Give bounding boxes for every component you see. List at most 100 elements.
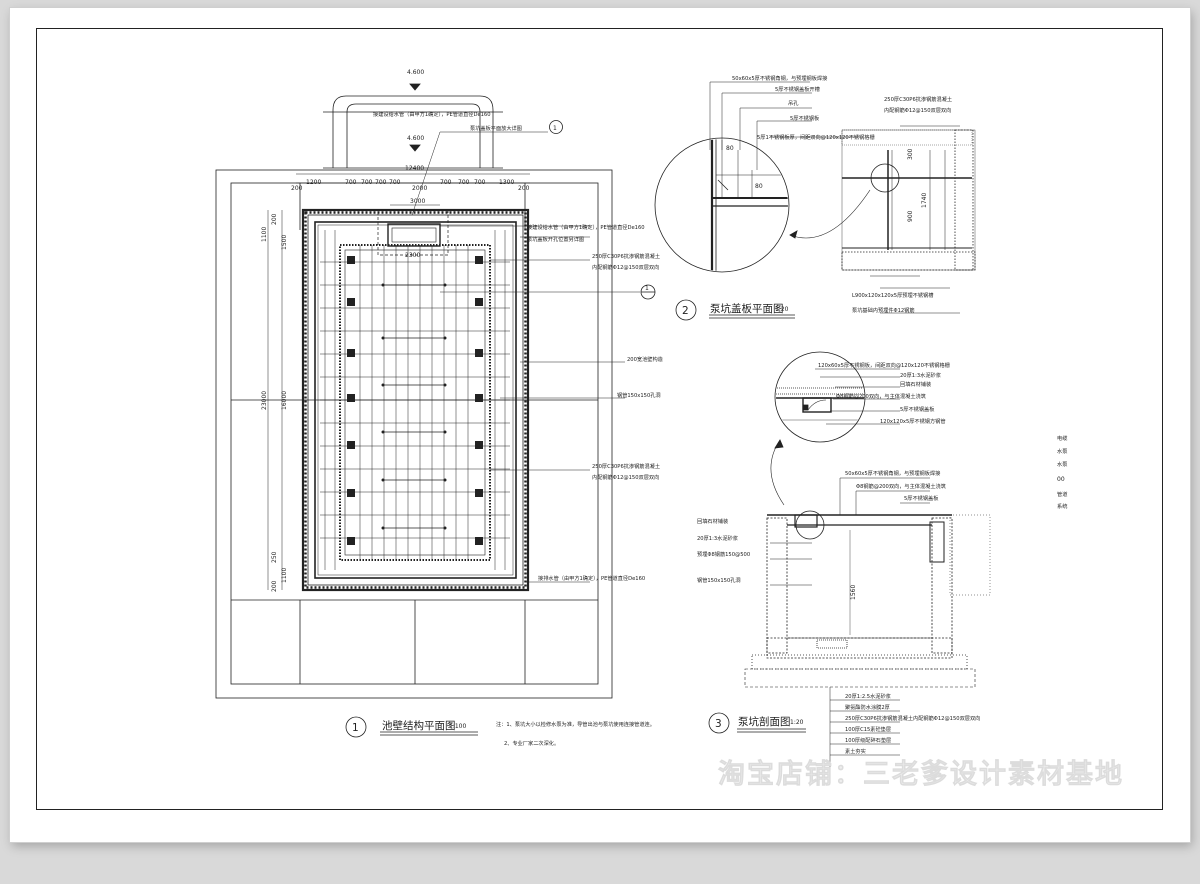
edge-mark: 水泵 bbox=[1057, 447, 1067, 455]
detail2-dim: 1740 bbox=[921, 193, 928, 208]
plan-number: 1 bbox=[352, 722, 359, 734]
detail3-dim: 1560 bbox=[850, 585, 857, 600]
detail3-number: 3 bbox=[715, 718, 722, 730]
plan-scale: 1:100 bbox=[449, 723, 466, 730]
detail2-label: 泵坑基础内预埋件Φ12钢筋 bbox=[852, 306, 915, 314]
pit-cover-plan: 80 80 bbox=[654, 81, 976, 321]
detail3-label: 回填石材铺装 bbox=[900, 380, 931, 388]
pump-dim: 2300 bbox=[405, 252, 420, 259]
overall-width-dim: 12400 bbox=[405, 165, 424, 172]
detail2-label: 5厚不锈钢板 bbox=[790, 114, 820, 122]
left-dim-inner: 16000 bbox=[281, 391, 288, 410]
left-dim: 200 bbox=[271, 580, 278, 592]
top-dim: 700 bbox=[361, 179, 373, 186]
edge-mark: 00 bbox=[1057, 476, 1065, 483]
top-dim: 1200 bbox=[306, 179, 321, 186]
detail2-label: 250厚C30P6抗渗钢筋混凝土 bbox=[884, 95, 952, 103]
detail2-scale: 1:20 bbox=[775, 306, 789, 313]
detail2-dim: 80 bbox=[755, 183, 763, 190]
detail3-label: 50x60x5厚不锈钢角钢，与预埋钢板焊接 bbox=[845, 469, 940, 477]
detail3-title: 泵坑剖面图 bbox=[738, 715, 791, 728]
detail3-label: 素土夯实 bbox=[845, 747, 866, 755]
detail3-scale: 1:20 bbox=[790, 719, 804, 726]
detail2-label: 吊孔 bbox=[788, 99, 799, 107]
detail3-label: 回填石材铺装 bbox=[697, 517, 728, 525]
detail2-dim: 300 bbox=[907, 148, 914, 160]
drawing-sheet bbox=[10, 8, 1190, 842]
detail3-label: 5厚不锈钢盖板 bbox=[900, 405, 935, 413]
top-dim: 2000 bbox=[412, 185, 427, 192]
plan-label: 接排水管（由甲方1确定），PE管道直径De160 bbox=[538, 574, 645, 582]
detail2-label: 5厚1不锈钢板厚，间距双向@120x120不锈钢格栅 bbox=[757, 133, 875, 141]
top-dim: 700 bbox=[389, 179, 401, 186]
left-dim-total: 23000 bbox=[261, 391, 268, 410]
plan-label: 250厚C30P6抗渗钢筋混凝土 bbox=[592, 462, 660, 470]
top-dim: 700 bbox=[375, 179, 387, 186]
edge-mark: 系统 bbox=[1057, 502, 1067, 510]
detail3-label: 20厚1:2.5水泥砂浆 bbox=[845, 692, 891, 700]
detail2-label: 5厚不锈钢盖板开槽 bbox=[775, 85, 820, 93]
detail3-label: 5厚不锈钢盖板 bbox=[904, 494, 939, 502]
elevation-mid: 4.600 bbox=[407, 135, 424, 142]
detail2-label: L900x120x120x5厚预埋不锈钢槽 bbox=[852, 291, 933, 299]
top-dim: 200 bbox=[291, 185, 303, 192]
plan-label: 钢管150x150孔洞 bbox=[617, 391, 661, 399]
top-dim: 700 bbox=[474, 179, 486, 186]
detail3-label: 100厚C15素砼垫层 bbox=[845, 725, 891, 733]
section-symbol-top: 1 bbox=[553, 125, 557, 132]
section-symbol-side: 1 bbox=[645, 285, 649, 292]
left-dim: 1100 bbox=[261, 227, 268, 242]
left-dim: 200 bbox=[271, 213, 278, 225]
detail3-label: Φ8钢筋@200双向，与主体混凝土浇筑 bbox=[836, 392, 927, 400]
elevation-top: 4.600 bbox=[407, 69, 424, 76]
detail2-dim: 80 bbox=[726, 145, 734, 152]
detail2-label: 内配钢筋Φ12@150双层双向 bbox=[884, 106, 951, 114]
pit-section bbox=[708, 351, 991, 768]
top-dim: 700 bbox=[345, 179, 357, 186]
detail3-label: 20厚1:3水泥砂浆 bbox=[900, 371, 941, 379]
detail3-label: 120x60x5厚不锈钢板，间距双向@120x120不锈钢格栅 bbox=[818, 361, 950, 369]
right-edge-marks: 电缆 水泵 水泵 00 管道 系统 bbox=[1057, 434, 1067, 510]
plan-label: 内配钢筋Φ12@150双层双向 bbox=[592, 263, 659, 271]
detail3-label: 120x120x5厚不锈钢方钢管 bbox=[880, 417, 946, 425]
plan-label: 250厚C30P6抗渗钢筋混凝土 bbox=[592, 252, 660, 260]
watermark: 淘宝店铺：三老爹设计素材基地 bbox=[718, 758, 1124, 790]
left-dim: 1100 bbox=[281, 568, 288, 583]
plan-label: 内配钢筋Φ12@150双层双向 bbox=[592, 473, 659, 481]
detail2-dim: 900 bbox=[907, 210, 914, 222]
pool-wall-plan bbox=[215, 83, 656, 738]
plan-title: 池壁结构平面图 bbox=[382, 719, 456, 732]
edge-mark: 管道 bbox=[1057, 490, 1067, 498]
pit-cover-texts: 50x60x5厚不锈钢角钢，与预埋钢板焊接 5厚不锈钢盖板开槽 吊孔 5厚不锈钢… bbox=[682, 74, 952, 317]
detail3-label: 预埋Φ8钢筋150@500 bbox=[697, 550, 750, 558]
plan-label: 接建设给水管（由甲方1确定），PE管道直径De160 bbox=[527, 223, 645, 231]
pit-section-texts: 120x60x5厚不锈钢板，间距双向@120x120不锈钢格栅 20厚1:3水泥… bbox=[697, 361, 980, 755]
plan-label: 泵坑盖板开孔位置另详图 bbox=[527, 235, 584, 243]
plan-note: 注：1、泵坑大小以检修水泵为准，导管出池与泵坑使用连接管道连。 bbox=[496, 720, 655, 728]
detail2-label: 50x60x5厚不锈钢角钢，与预埋钢板焊接 bbox=[732, 74, 827, 82]
tank-width-dim: 3000 bbox=[410, 198, 425, 205]
detail2-number: 2 bbox=[682, 305, 689, 317]
plan-label: 接建设给水管（由甲方1确定），PE管道直径De160 bbox=[373, 110, 491, 118]
detail3-label: 250厚C30P6抗渗钢筋混凝土内配钢筋Φ12@150双层双向 bbox=[845, 714, 980, 722]
left-dim: 250 bbox=[271, 551, 278, 563]
plan-label: 200宽池壁构造 bbox=[627, 355, 664, 363]
top-dim: 700 bbox=[440, 179, 452, 186]
top-dim: 200 bbox=[518, 185, 530, 192]
edge-mark: 水泵 bbox=[1057, 460, 1067, 468]
detail3-label: 100厚级配碎石垫层 bbox=[845, 736, 891, 744]
edge-mark: 电缆 bbox=[1057, 434, 1067, 442]
detail2-title: 泵坑盖板平面图 bbox=[710, 302, 784, 315]
top-dim: 1300 bbox=[499, 179, 514, 186]
plan-texts: 4.600 4.600 12400 3000 2300 1 1 200 1200… bbox=[261, 69, 664, 747]
top-dim: 700 bbox=[458, 179, 470, 186]
drawing-frame bbox=[36, 28, 1163, 810]
detail3-label: 聚氨酯防水涂膜2厚 bbox=[845, 703, 890, 711]
detail3-label: 20厚1:3水泥砂浆 bbox=[697, 534, 738, 542]
left-dim: 1500 bbox=[281, 235, 288, 250]
detail3-label: Φ8钢筋@200双向，与主体混凝土浇筑 bbox=[856, 482, 947, 490]
plan-note: 2、专业厂家二次深化。 bbox=[504, 739, 559, 747]
plan-label: 泵坑盖板平面放大详图 bbox=[470, 124, 522, 132]
detail3-label: 钢管150x150孔洞 bbox=[697, 576, 741, 584]
